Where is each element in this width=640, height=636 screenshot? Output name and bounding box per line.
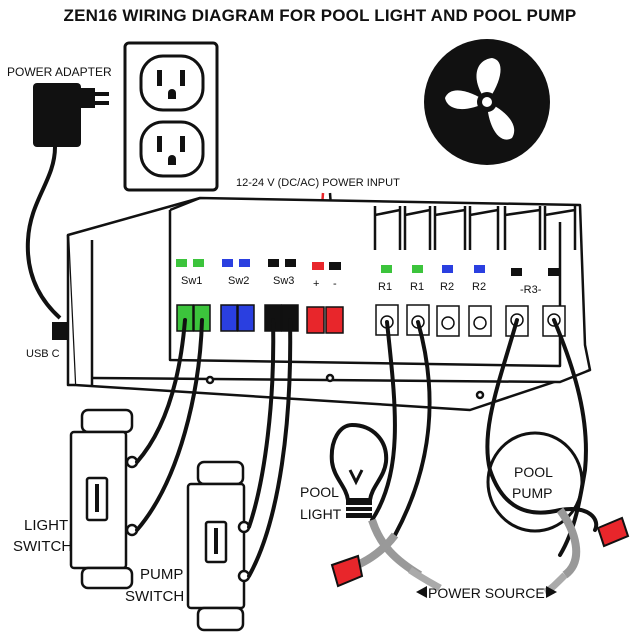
- terminal-label-r1a: R1: [378, 281, 392, 293]
- power-adapter-label: POWER ADAPTER: [7, 65, 112, 79]
- pump-switch-label-line1: PUMP: [140, 566, 183, 583]
- pool-light-label-line2: LIGHT: [300, 506, 342, 522]
- terminal-label-sw2: Sw2: [228, 275, 249, 287]
- terminal-label-sw1: Sw1: [181, 275, 202, 287]
- power-input-label: 12-24 V (DC/AC) POWER INPUT: [236, 177, 400, 189]
- pump-switch-icon: [186, 460, 251, 632]
- usb-c-label: USB C: [26, 348, 60, 360]
- plug-adapter-icon: [25, 83, 109, 320]
- power-source-wires: [330, 507, 630, 596]
- terminal-label-r2a: R2: [440, 281, 454, 293]
- light-switch-label-line2: SWITCH: [13, 538, 72, 555]
- fan-logo-icon: [424, 39, 550, 165]
- terminal-label-plus: +: [313, 278, 319, 290]
- terminal-label-r1b: R1: [410, 281, 424, 293]
- pool-pump-label-line1: POOL: [514, 464, 553, 480]
- terminal-indicators: [176, 259, 559, 276]
- terminal-label-r2b: R2: [472, 281, 486, 293]
- pool-pump-label-line2: PUMP: [512, 485, 552, 501]
- pump-switch-label-line2: SWITCH: [125, 588, 184, 605]
- light-switch-label-line1: LIGHT: [24, 517, 68, 534]
- terminal-label-r3: -R3-: [520, 284, 542, 296]
- light-bulb-icon: [329, 422, 389, 518]
- terminal-label-sw3: Sw3: [273, 275, 294, 287]
- zen16-enclosure: [66, 196, 592, 412]
- power-source-arrow-right-icon: [546, 586, 557, 598]
- wall-outlet-icon: [123, 41, 219, 192]
- power-source-label: POWER SOURCE: [428, 585, 545, 601]
- diagram-title: ZEN16 WIRING DIAGRAM FOR POOL LIGHT AND …: [63, 6, 577, 25]
- light-switch-icon: [69, 408, 139, 590]
- switch-wires: [135, 318, 293, 578]
- power-source-arrow-left-icon: [416, 586, 427, 598]
- pool-light-label-line1: POOL: [300, 484, 339, 500]
- terminal-label-minus: -: [333, 278, 337, 290]
